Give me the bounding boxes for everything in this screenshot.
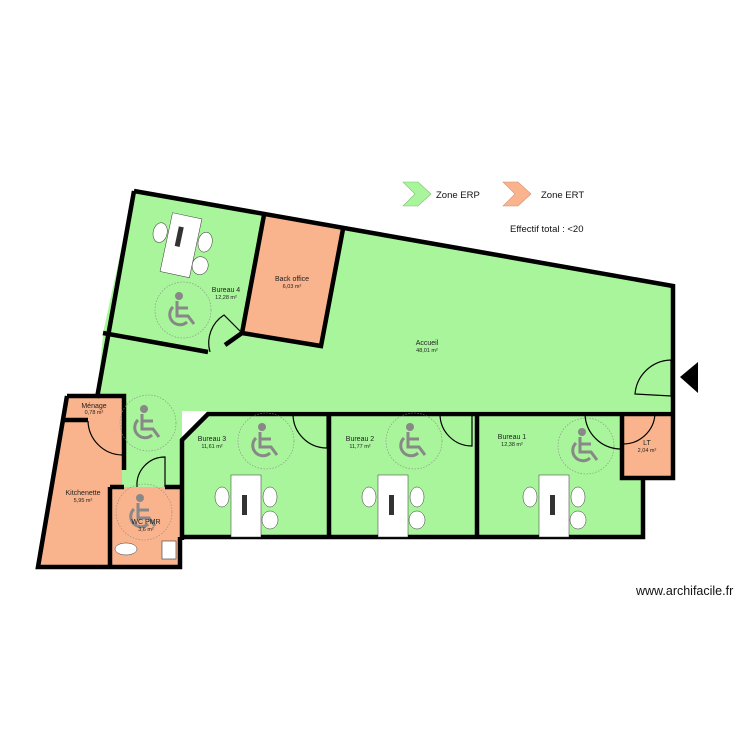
desk-bureau-3	[214, 474, 279, 538]
room-kitchenette	[38, 420, 122, 567]
area-kitchenette: 5,95 m²	[74, 498, 93, 504]
legend: Zone ERP Zone ERT Effectif total : <20	[402, 181, 584, 235]
label-bureau-4: Bureau 4	[212, 287, 241, 294]
wheelchair-icon	[385, 412, 443, 470]
effectif-total: Effectif total : <20	[510, 224, 584, 235]
area-bureau-1: 12,38 m²	[501, 442, 523, 448]
entrance-arrow-icon	[680, 362, 698, 393]
doors	[87, 314, 672, 488]
label-menage: Ménage	[81, 403, 106, 410]
room-labels: Bureau 4 12,28 m² Back office 6,03 m² Ac…	[65, 276, 656, 533]
room-menage	[64, 396, 122, 420]
desk-bureau-1	[522, 474, 587, 538]
area-lt: 2,04 m²	[638, 448, 657, 454]
label-kitchenette: Kitchenette	[65, 490, 100, 497]
label-bureau-3: Bureau 3	[198, 436, 227, 443]
wheelchair-icon	[557, 417, 615, 475]
desk-bureau-4	[152, 212, 213, 278]
wheelchair-icons	[115, 281, 615, 541]
room-back-office	[242, 215, 343, 346]
room-bureau-1	[477, 414, 643, 535]
label-back-office: Back office	[275, 276, 309, 283]
label-accueil: Accueil	[416, 340, 439, 347]
wheelchair-icon	[237, 412, 295, 470]
area-bureau-4: 12,28 m²	[215, 295, 237, 301]
area-menage: 0,78 m²	[85, 410, 104, 416]
desk-bureau-2	[361, 474, 426, 538]
legend-erp-swatch	[402, 181, 432, 207]
area-back-office: 6,03 m²	[283, 284, 302, 290]
furniture	[114, 212, 587, 560]
watermark-link[interactable]: www.archifacile.fr	[636, 584, 734, 598]
label-wc-pmr: WC PMR	[131, 519, 160, 526]
area-wc-pmr: 3,6 m²	[138, 527, 154, 533]
area-bureau-3: 11,61 m²	[201, 444, 222, 450]
label-bureau-1: Bureau 1	[498, 434, 527, 441]
wheelchair-icon	[115, 483, 173, 541]
legend-ert-label: Zone ERT	[541, 190, 584, 201]
wheelchair-icon	[154, 281, 212, 339]
legend-erp-label: Zone ERP	[436, 190, 480, 201]
wheelchair-icon	[119, 394, 177, 452]
area-bureau-2: 11,77 m²	[349, 444, 370, 450]
area-accueil: 48,01 m²	[416, 348, 438, 354]
label-lt: LT	[643, 440, 651, 447]
room-lt	[622, 414, 671, 478]
toilet	[114, 542, 138, 556]
legend-ert-swatch	[502, 181, 532, 207]
sink	[161, 540, 177, 560]
label-bureau-2: Bureau 2	[346, 436, 375, 443]
